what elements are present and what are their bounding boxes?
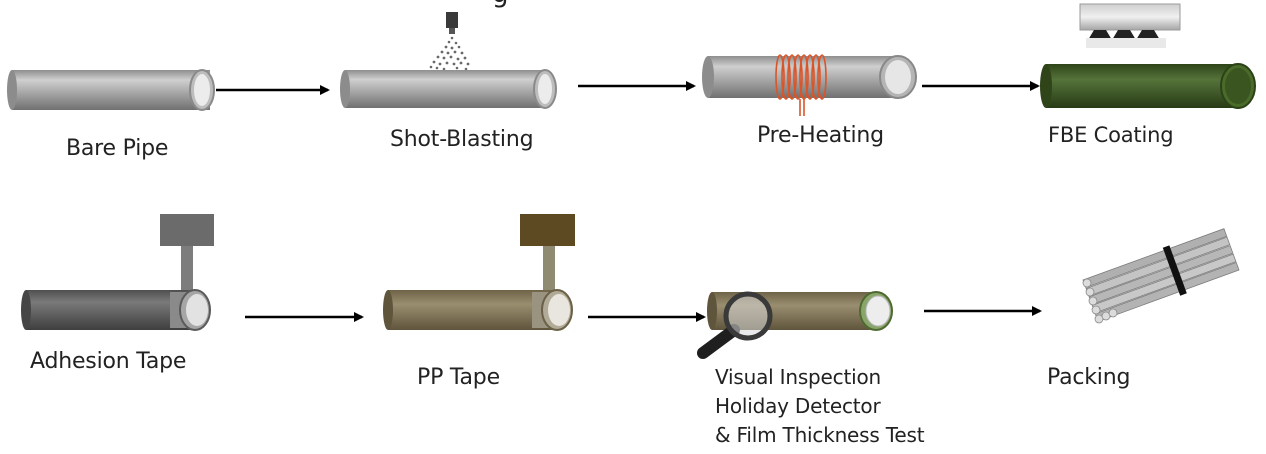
- pre-heating-icon: [702, 54, 917, 116]
- packing-icon: [1082, 228, 1240, 324]
- step-label-pp-tape: PP Tape: [417, 365, 500, 390]
- step-label-inspection: Visual Inspection Holiday Detector & Fil…: [715, 363, 925, 450]
- bare-pipe-icon: [7, 69, 215, 111]
- shot-blasting-icon: [340, 12, 557, 109]
- step-label-shot-blasting: Shot-Blasting: [390, 127, 534, 152]
- step-label-bare-pipe: Bare Pipe: [66, 136, 169, 161]
- pp-tape-icon: [383, 214, 575, 331]
- inspection-icon: [697, 291, 893, 359]
- inspection-line-3: & Film Thickness Test: [715, 423, 925, 447]
- inspection-line-2: Holiday Detector: [715, 394, 881, 418]
- step-label-packing: Packing: [1047, 365, 1131, 390]
- step-label-fbe-coating: FBE Coating: [1048, 123, 1174, 147]
- magnifier-icon: [697, 291, 773, 359]
- adhesion-tape-icon: [21, 214, 214, 331]
- fbe-coating-icon: [1040, 3, 1256, 109]
- title-fragment: g: [492, 0, 509, 9]
- inspection-line-1: Visual Inspection: [715, 365, 881, 389]
- step-label-pre-heating: Pre-Heating: [757, 123, 884, 148]
- step-label-adhesion-tape: Adhesion Tape: [30, 349, 187, 374]
